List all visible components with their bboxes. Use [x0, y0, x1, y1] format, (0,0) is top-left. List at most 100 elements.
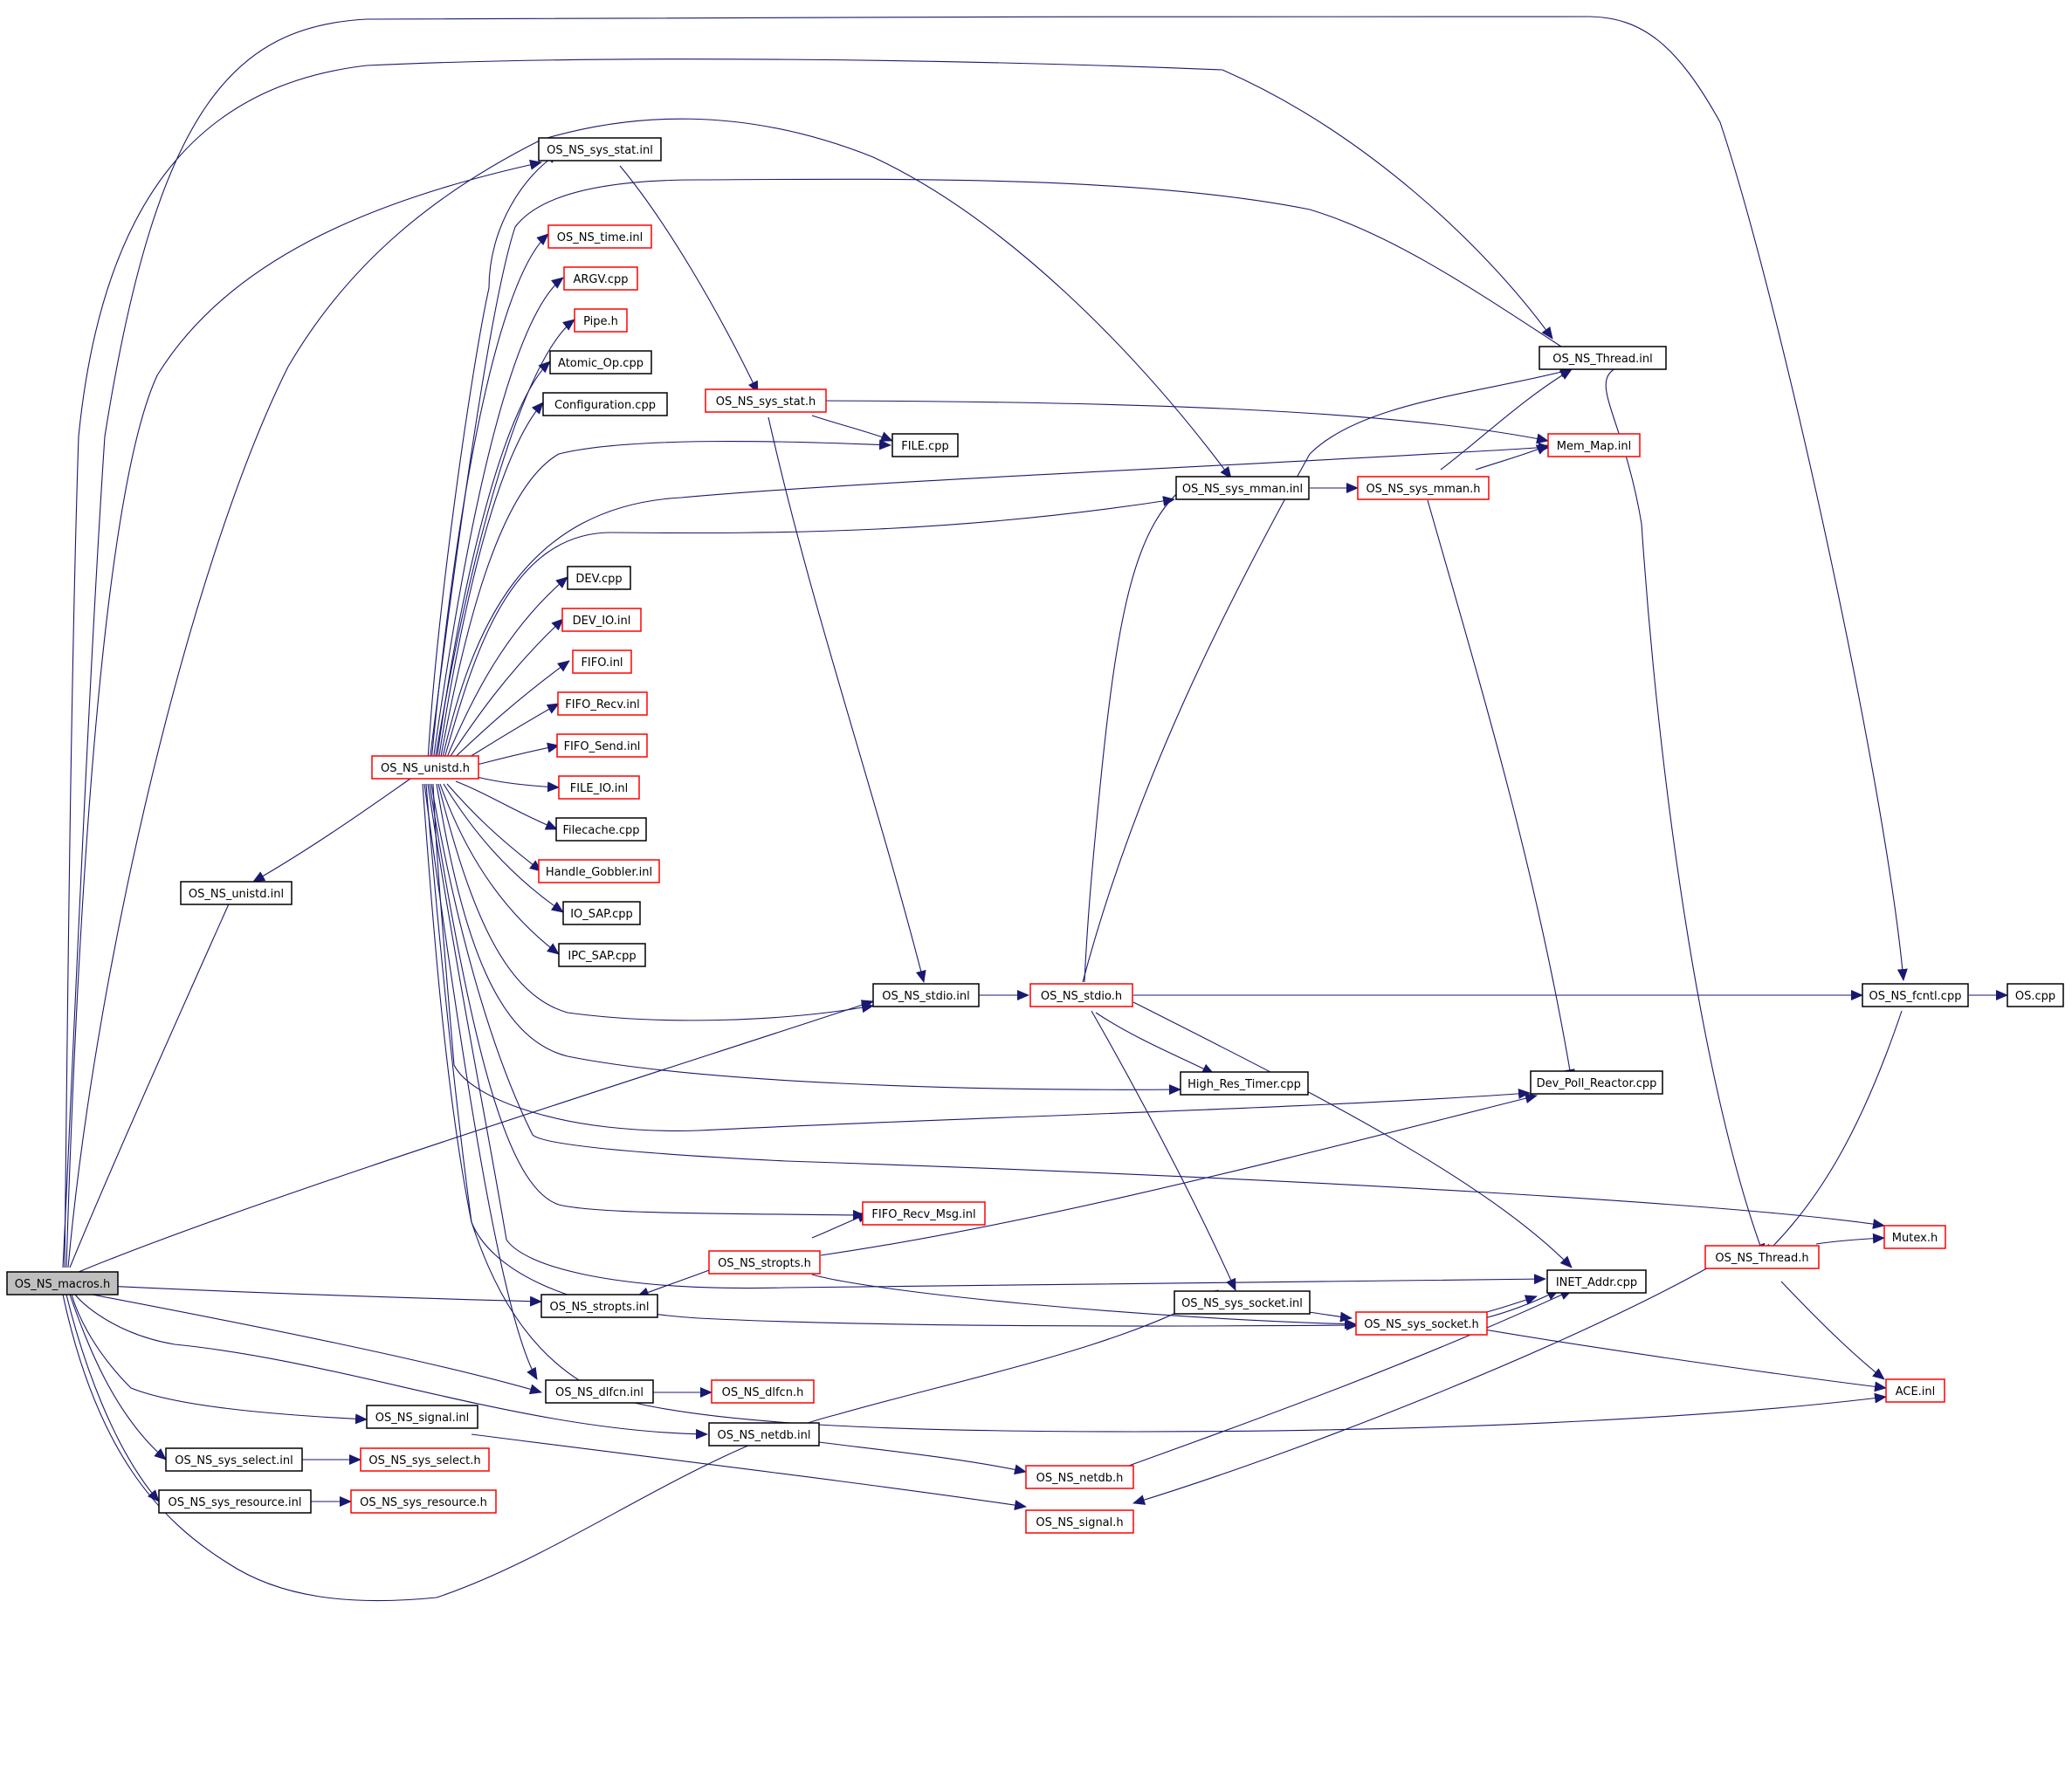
node-os-ns-dlfcn-inl[interactable]: OS_NS_dlfcn.inl [545, 1379, 654, 1404]
node-label: OS_NS_stropts.h [718, 1257, 811, 1270]
node-os-ns-stropts-inl[interactable]: OS_NS_stropts.inl [540, 1294, 658, 1318]
node-label: OS_NS_dlfcn.inl [555, 1386, 644, 1399]
node-os-ns-sys-resource-h[interactable]: OS_NS_sys_resource.h [350, 1489, 497, 1514]
edge [67, 118, 1232, 1268]
node-os-ns-sys-socket-h[interactable]: OS_NS_sys_socket.h [1355, 1311, 1488, 1336]
node-handle-gobbler-inl[interactable]: Handle_Gobbler.inl [538, 859, 660, 883]
node-box [572, 649, 632, 674]
node-label: OS_NS_signal.h [1036, 1516, 1123, 1529]
node-os-ns-thread-h[interactable]: OS_NS_Thread.h [1704, 1245, 1820, 1269]
edge [768, 416, 926, 983]
node-filecache-cpp[interactable]: Filecache.cpp [555, 817, 647, 842]
edge [1084, 484, 1188, 983]
node-atomic-op-cpp[interactable]: Atomic_Op.cpp [549, 350, 652, 375]
node-os-ns-stdio-h[interactable]: OS_NS_stdio.h [1029, 983, 1133, 1007]
node-io-sap-cpp[interactable]: IO_SAP.cpp [562, 901, 641, 925]
node-inet-addr-cpp[interactable]: INET_Addr.cpp [1546, 1269, 1647, 1294]
node-ace-inl[interactable]: ACE.inl [1885, 1378, 1945, 1403]
edge [432, 277, 564, 762]
node-os-cpp[interactable]: OS.cpp [2007, 983, 2064, 1007]
node-label: OS_NS_Thread.h [1715, 1252, 1808, 1265]
node-box [542, 392, 668, 416]
node-box [1539, 346, 1667, 370]
node-box [561, 608, 642, 632]
node-os-ns-netdb-inl[interactable]: OS_NS_netdb.inl [708, 1422, 820, 1447]
node-os-ns-stdio-inl[interactable]: OS_NS_stdio.inl [872, 983, 980, 1007]
node-os-ns-unistd-h[interactable]: OS_NS_unistd.h [371, 755, 479, 780]
nodes-layer: OS_NS_macros.h OS_NS_sys_stat.inlOS_NS_ti… [6, 137, 2064, 1534]
node-box [1885, 1378, 1945, 1403]
node-os-ns-sys-mman-inl[interactable]: OS_NS_sys_mman.inl [1175, 476, 1310, 500]
node-box [1029, 983, 1133, 1007]
node-dev-cpp[interactable]: DEV.cpp [567, 566, 631, 590]
node-label: OS_NS_unistd.h [381, 762, 470, 775]
node-label: Atomic_Op.cpp [558, 357, 644, 370]
node-os-ns-sys-select-inl[interactable]: OS_NS_sys_select.inl [165, 1447, 303, 1472]
edge [430, 233, 549, 762]
node-pipe-h[interactable]: Pipe.h [574, 308, 628, 333]
node-high-res-timer-cpp[interactable]: High_Res_Timer.cpp [1180, 1071, 1309, 1096]
node-label: DEV.cpp [575, 573, 622, 586]
node-box [1546, 1269, 1647, 1294]
node-box [562, 901, 641, 925]
node-label: OS_NS_sys_mman.h [1366, 483, 1480, 496]
node-dev-poll-reactor-cpp[interactable]: Dev_Poll_Reactor.cpp [1530, 1070, 1663, 1095]
edge [422, 783, 1887, 1433]
node-box [545, 1379, 654, 1404]
node-os-ns-sys-stat-h[interactable]: OS_NS_sys_stat.h [705, 388, 827, 413]
node-os-ns-sys-select-h[interactable]: OS_NS_sys_select.h [360, 1447, 490, 1472]
node-configuration-cpp[interactable]: Configuration.cpp [542, 392, 668, 416]
node-label: Pipe.h [583, 315, 618, 328]
node-os-ns-stropts-h[interactable]: OS_NS_stropts.h [708, 1250, 821, 1275]
node-box [862, 1201, 986, 1226]
node-box [891, 433, 959, 457]
node-box [360, 1447, 490, 1472]
node-fifo-inl[interactable]: FIFO.inl [572, 649, 632, 674]
node-fifo-recv-msg-inl[interactable]: FIFO_Recv_Msg.inl [862, 1201, 986, 1226]
edge [252, 778, 411, 883]
node-box [2007, 983, 2064, 1007]
node-label: OS_NS_macros.h [15, 1278, 110, 1291]
node-os-ns-unistd-inl[interactable]: OS_NS_unistd.inl [180, 881, 293, 905]
node-os-ns-sys-resource-inl[interactable]: OS_NS_sys_resource.inl [158, 1489, 312, 1514]
node-box [872, 983, 980, 1007]
node-label: IPC_SAP.cpp [568, 950, 636, 963]
node-file-cpp[interactable]: FILE.cpp [891, 433, 959, 457]
node-ipc-sap-cpp[interactable]: IPC_SAP.cpp [558, 943, 646, 967]
node-box [1530, 1070, 1663, 1095]
edge [1132, 1001, 1573, 1268]
node-os-ns-sys-socket-inl[interactable]: OS_NS_sys_socket.inl [1174, 1290, 1311, 1315]
node-os-ns-sys-stat-inl[interactable]: OS_NS_sys_stat.inl [538, 137, 662, 161]
node-fifo-send-inl[interactable]: FIFO_Send.inl [556, 733, 648, 758]
node-os-ns-signal-h[interactable]: OS_NS_signal.h [1025, 1509, 1134, 1534]
node-label: ARGV.cpp [573, 273, 628, 286]
node-box [371, 755, 479, 780]
node-box [350, 1489, 497, 1514]
node-box [549, 350, 652, 375]
node-os-ns-macros-h[interactable]: OS_NS_macros.h [6, 1271, 119, 1295]
node-mem-map-inl[interactable]: Mem_Map.inl [1547, 433, 1641, 457]
node-box [1175, 476, 1310, 500]
edge [455, 780, 558, 830]
edge [1475, 444, 1549, 471]
edge [1082, 367, 1573, 983]
node-box [1357, 476, 1490, 500]
edge [444, 576, 568, 762]
node-os-ns-dlfcn-h[interactable]: OS_NS_dlfcn.h [711, 1379, 815, 1404]
node-file-io-inl[interactable]: FILE_IO.inl [558, 775, 640, 800]
node-os-ns-time-inl[interactable]: OS_NS_time.inl [547, 224, 652, 249]
node-label: OS_NS_netdb.h [1036, 1472, 1124, 1485]
node-os-ns-sys-mman-h[interactable]: OS_NS_sys_mman.h [1357, 476, 1490, 500]
edge [811, 415, 893, 442]
node-os-ns-fcntl-cpp[interactable]: OS_NS_fcntl.cpp [1862, 983, 1969, 1007]
node-mutex-h[interactable]: Mutex.h [1883, 1225, 1946, 1249]
node-os-ns-signal-inl[interactable]: OS_NS_signal.inl [366, 1405, 478, 1429]
node-dev-io-inl[interactable]: DEV_IO.inl [561, 608, 642, 632]
node-label: OS_NS_sys_mman.inl [1182, 483, 1303, 496]
node-fifo-recv-inl[interactable]: FIFO_Recv.inl [557, 691, 648, 716]
node-box [540, 1294, 658, 1318]
node-argv-cpp[interactable]: ARGV.cpp [563, 266, 638, 291]
edge [1095, 1012, 1215, 1075]
node-os-ns-netdb-h[interactable]: OS_NS_netdb.h [1025, 1465, 1134, 1489]
node-os-ns-thread-inl[interactable]: OS_NS_Thread.inl [1539, 346, 1667, 370]
